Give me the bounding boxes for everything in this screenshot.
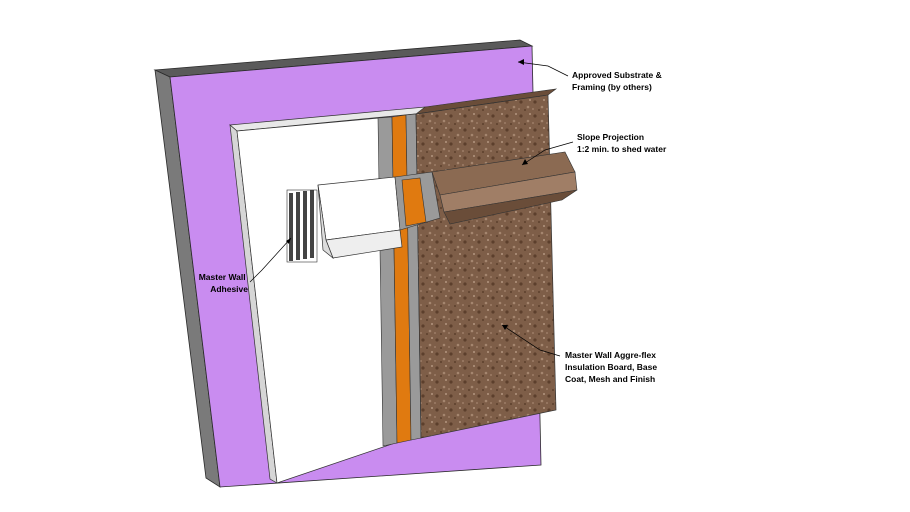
leader-arrowheads [286, 59, 528, 330]
finish-face [415, 94, 557, 439]
callout-substrate: Approved Substrate & Framing (by others) [572, 70, 664, 92]
leader-lines [249, 61, 574, 357]
callout-insulation-system: Master Wall Aggre-flex Insulation Board,… [565, 350, 659, 384]
slope-projection [286, 151, 578, 263]
adhesive-ribbons [286, 189, 318, 263]
callout-adhesive: Master Wall Adhesive [199, 272, 249, 294]
callout-slope-projection: Slope Projection 1:2 min. to shed water [577, 132, 667, 154]
finish-layer [414, 88, 558, 439]
base-coat-layers [377, 113, 422, 447]
